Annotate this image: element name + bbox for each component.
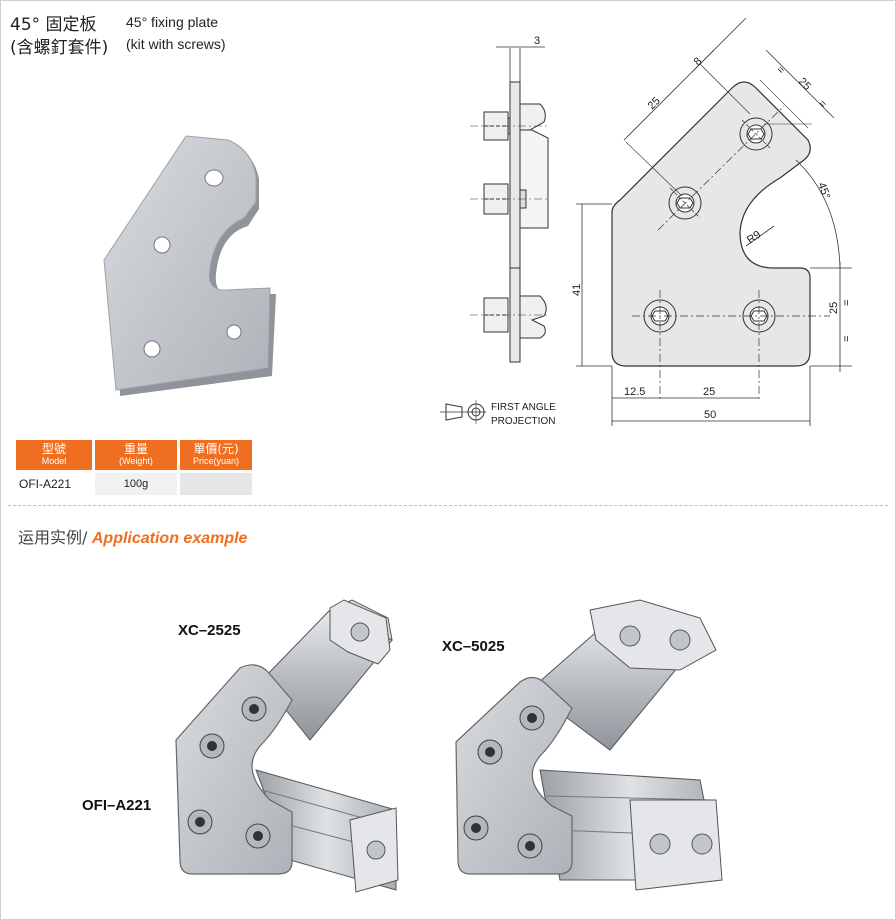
hole-1 bbox=[204, 169, 224, 187]
projection-symbol bbox=[440, 400, 486, 424]
assembly-left bbox=[175, 599, 399, 893]
dim-equal-4: = bbox=[841, 336, 853, 342]
label-xc-2525: XC–2525 bbox=[178, 622, 241, 639]
dim-thickness: 3 bbox=[534, 35, 540, 47]
dim-25-right: 25 bbox=[828, 302, 840, 314]
projection-line2: PROJECTION bbox=[491, 416, 555, 427]
dim-height: 41 bbox=[571, 284, 583, 296]
bolt-right-1 bbox=[519, 705, 545, 731]
dim-12-5: 12.5 bbox=[624, 386, 645, 398]
spec-weight: 100g bbox=[93, 470, 180, 495]
spec-header-model: 型號 Model bbox=[16, 440, 95, 472]
dim-width: 50 bbox=[704, 409, 716, 421]
hole-3 bbox=[143, 340, 161, 358]
application-title-en: Application example bbox=[91, 530, 248, 547]
bolt-left-3 bbox=[187, 809, 213, 835]
bolt-left-4 bbox=[245, 823, 271, 849]
spec-header-price: 單價(元) Price(yuan) bbox=[178, 440, 252, 472]
application-title: 运用实例/ Application example bbox=[18, 524, 247, 548]
bolt-right-4 bbox=[517, 833, 543, 859]
subtitle-zh: (含螺釘套件) bbox=[10, 38, 109, 58]
label-xc-5025: XC–5025 bbox=[442, 638, 505, 655]
bolt-right-3 bbox=[463, 815, 489, 841]
bolt-right-2 bbox=[477, 739, 503, 765]
spec-header-weight: 重量 (Weight) bbox=[93, 440, 180, 472]
bolt-left-1 bbox=[241, 696, 267, 722]
spec-model: OFI-A221 bbox=[16, 470, 95, 495]
spec-header-row: 型號 Model 重量 (Weight) 單價(元) Price(yuan) bbox=[16, 440, 252, 472]
section-divider bbox=[8, 505, 888, 506]
bolt-left-2 bbox=[199, 733, 225, 759]
hole-4 bbox=[226, 324, 242, 340]
assembly-right bbox=[455, 599, 723, 891]
spec-table: 型號 Model 重量 (Weight) 單價(元) Price(yuan) O… bbox=[16, 440, 252, 495]
dim-equal-3: = bbox=[841, 300, 853, 306]
application-title-zh: 运用实例/ bbox=[18, 528, 88, 547]
dim-angle: 45° bbox=[815, 181, 832, 201]
front-plate bbox=[611, 81, 811, 367]
label-ofi-a221: OFI–A221 bbox=[82, 797, 152, 814]
hole-2 bbox=[153, 236, 171, 254]
dim-25-bottom: 25 bbox=[703, 386, 715, 398]
spec-row: OFI-A221 100g bbox=[16, 470, 252, 495]
subtitle-en: (kit with screws) bbox=[126, 36, 226, 52]
title-zh: 45° 固定板 bbox=[10, 15, 97, 35]
title-en: 45° fixing plate bbox=[126, 14, 218, 30]
spec-price bbox=[178, 470, 252, 495]
projection-line1: FIRST ANGLE bbox=[491, 402, 556, 413]
